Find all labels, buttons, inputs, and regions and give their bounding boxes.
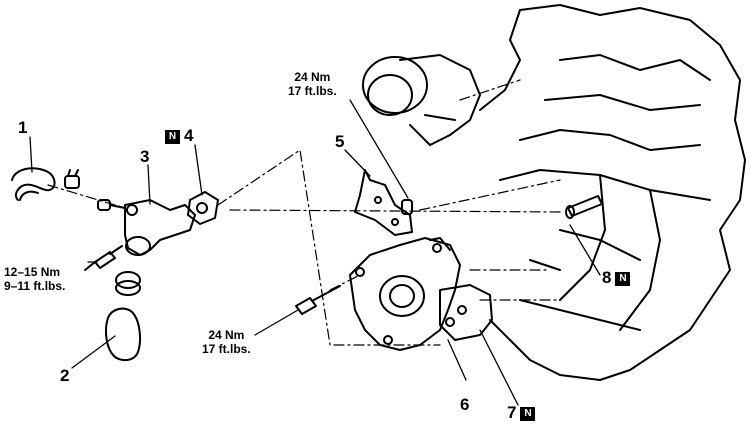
hose-clamp-drawing — [64, 169, 111, 211]
bracket-5-drawing — [354, 169, 413, 236]
torque-lower-ftlbs: 17 ft.lbs. — [202, 342, 251, 356]
callout-3-number: 3 — [140, 147, 150, 166]
callout-6: 6 — [460, 395, 469, 415]
callout-8-number: 8 — [602, 268, 612, 287]
o-ring-pipe-drawing — [565, 195, 603, 219]
torque-spec-upper: 24 Nm 17 ft.lbs. — [288, 70, 337, 98]
callout-1: 1 — [18, 118, 27, 138]
torque-left-nm: 12–15 Nm — [4, 265, 61, 279]
callout-7-badge: N — [520, 406, 536, 421]
gasket-4-drawing — [187, 191, 219, 225]
torque-upper-nm: 24 Nm — [294, 70, 331, 84]
leader-lines — [29, 99, 601, 406]
callout-4-badge: N — [165, 129, 180, 144]
callout-5: 5 — [335, 132, 344, 152]
torque-lower-nm: 24 Nm — [208, 328, 245, 342]
alignment-lines — [47, 79, 561, 346]
callout-8-badge: N — [615, 271, 631, 286]
pump-bolt-drawing — [295, 285, 341, 315]
thermostat-housing-drawing — [109, 199, 196, 256]
callout-5-number: 5 — [335, 132, 345, 151]
torque-left-ftlbs: 9–11 ft.lbs. — [4, 279, 66, 293]
engine-block-outline — [479, 4, 746, 381]
callout-4-number: 4 — [184, 126, 194, 145]
housing-bolt-drawing — [84, 245, 123, 271]
upper-hose-drawing — [11, 167, 56, 201]
callout-1-number: 1 — [18, 118, 28, 137]
water-pump-drawing — [349, 237, 461, 351]
callout-6-number: 6 — [460, 395, 470, 414]
torque-upper-ftlbs: 17 ft.lbs. — [288, 84, 337, 98]
gasket-7-drawing — [439, 284, 493, 341]
lower-hose-drawing — [105, 271, 141, 362]
callout-2: 2 — [60, 366, 69, 386]
torque-spec-left: 12–15 Nm 9–11 ft.lbs. — [4, 265, 65, 293]
callout-2-number: 2 — [60, 366, 70, 385]
callout-7-number: 7 — [507, 403, 517, 422]
torque-spec-lower: 24 Nm 17 ft.lbs. — [202, 328, 251, 356]
callout-3: 3 — [140, 147, 149, 167]
crank-pulley-drawing — [362, 54, 481, 146]
